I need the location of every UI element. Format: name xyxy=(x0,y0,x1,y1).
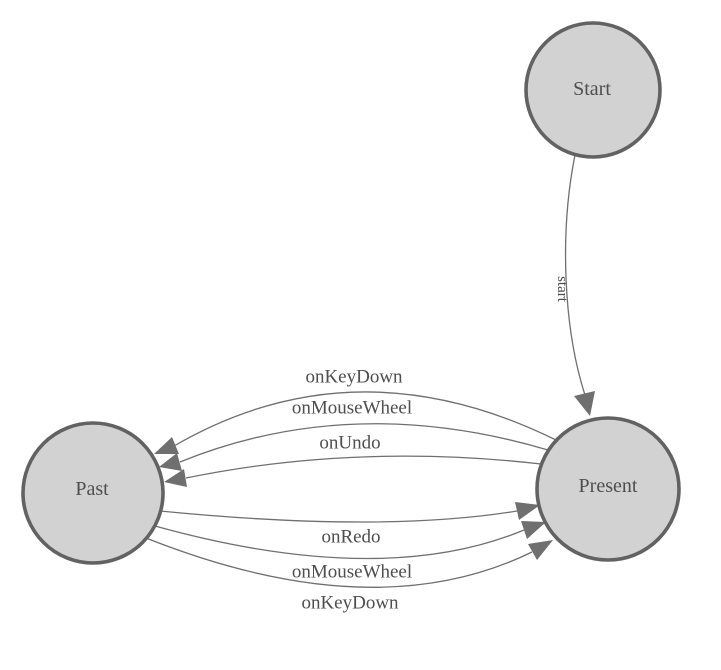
node-present-circle xyxy=(535,416,681,562)
edge-line-onkeydown-bottom xyxy=(145,537,533,588)
arrowhead-onundo xyxy=(164,469,187,487)
edge-past-to-present-onredo: onRedo xyxy=(159,502,540,548)
node-start-label: Start xyxy=(573,78,611,100)
edge-past-to-present-onkeydown: onKeyDown xyxy=(145,537,553,614)
edge-line-start xyxy=(564,154,586,396)
edge-line-onmousewheel-top xyxy=(179,423,549,463)
arrowhead-onkeydown-bottom xyxy=(528,540,553,560)
edge-label-start: start xyxy=(554,276,570,303)
edge-label-onkeydown-bottom: onKeyDown xyxy=(301,593,399,614)
edge-start-to-present: start xyxy=(554,154,595,416)
edge-present-to-past-onmousewheel: onMouseWheel xyxy=(159,398,549,471)
edge-label-onundo: onUndo xyxy=(319,433,380,454)
edge-line-onkeydown-top xyxy=(173,391,557,447)
node-start: Start xyxy=(524,21,662,159)
arrowhead-start-to-present xyxy=(574,391,595,416)
arrowhead-onmousewheel-top xyxy=(159,453,182,471)
edge-line-onredo xyxy=(159,510,518,523)
node-past-circle xyxy=(21,421,165,565)
edge-present-to-past-onundo: onUndo xyxy=(164,433,542,487)
node-present: Present xyxy=(535,416,681,562)
edge-present-to-past-onkeydown: onKeyDown xyxy=(154,367,557,454)
edge-label-onmousewheel-bottom: onMouseWheel xyxy=(292,562,412,583)
arrowhead-onkeydown-top xyxy=(154,437,179,454)
edge-label-onredo: onRedo xyxy=(321,527,380,548)
node-past: Past xyxy=(21,421,165,565)
arrowhead-onredo xyxy=(515,502,540,520)
arrowhead-onmousewheel-bottom xyxy=(521,521,546,539)
edge-label-onkeydown-top: onKeyDown xyxy=(305,367,403,388)
edge-past-to-present-onmousewheel: onMouseWheel xyxy=(154,521,546,583)
node-start-circle xyxy=(524,21,662,159)
edge-line-onmousewheel-bottom xyxy=(154,525,525,560)
node-present-label: Present xyxy=(579,475,638,497)
edge-label-onmousewheel-top: onMouseWheel xyxy=(292,398,412,419)
edge-line-onundo xyxy=(185,455,542,479)
node-past-label: Past xyxy=(75,478,109,500)
